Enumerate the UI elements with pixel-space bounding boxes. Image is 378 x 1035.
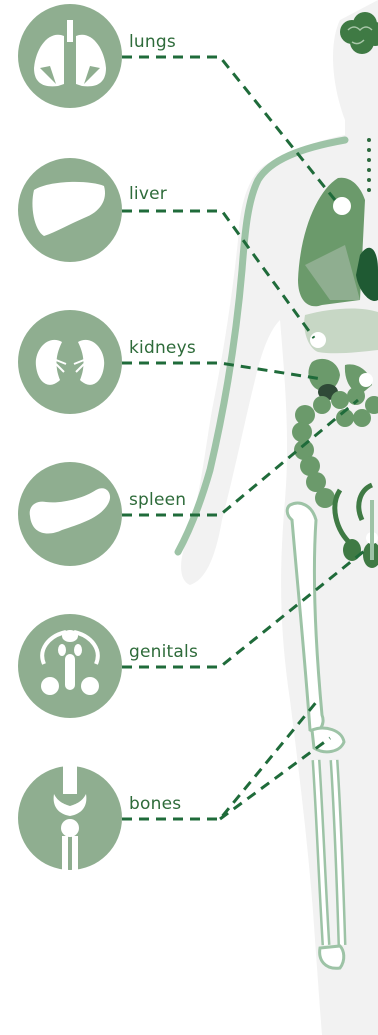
kidneys-icon-badge: [18, 310, 122, 414]
bones-icon-badge: [18, 766, 122, 870]
lungs-marker: [333, 197, 351, 215]
label-spleen: spleen: [129, 490, 186, 510]
body-figure: [178, 0, 378, 1035]
lungs-icon-badge: [18, 4, 122, 108]
liver-icon-badge: [18, 158, 122, 262]
body-silhouette: [181, 0, 378, 1035]
label-kidneys: kidneys: [129, 338, 196, 358]
label-lungs: lungs: [129, 32, 176, 52]
label-bones: bones: [129, 794, 181, 814]
label-liver: liver: [129, 184, 167, 204]
kidneys-marker: [359, 373, 373, 387]
genitals-icon-badge: [18, 614, 122, 718]
liver-marker: [310, 332, 326, 348]
spleen-icon-badge: [18, 462, 122, 566]
liver-organ: [304, 308, 378, 353]
label-genitals: genitals: [129, 642, 198, 662]
